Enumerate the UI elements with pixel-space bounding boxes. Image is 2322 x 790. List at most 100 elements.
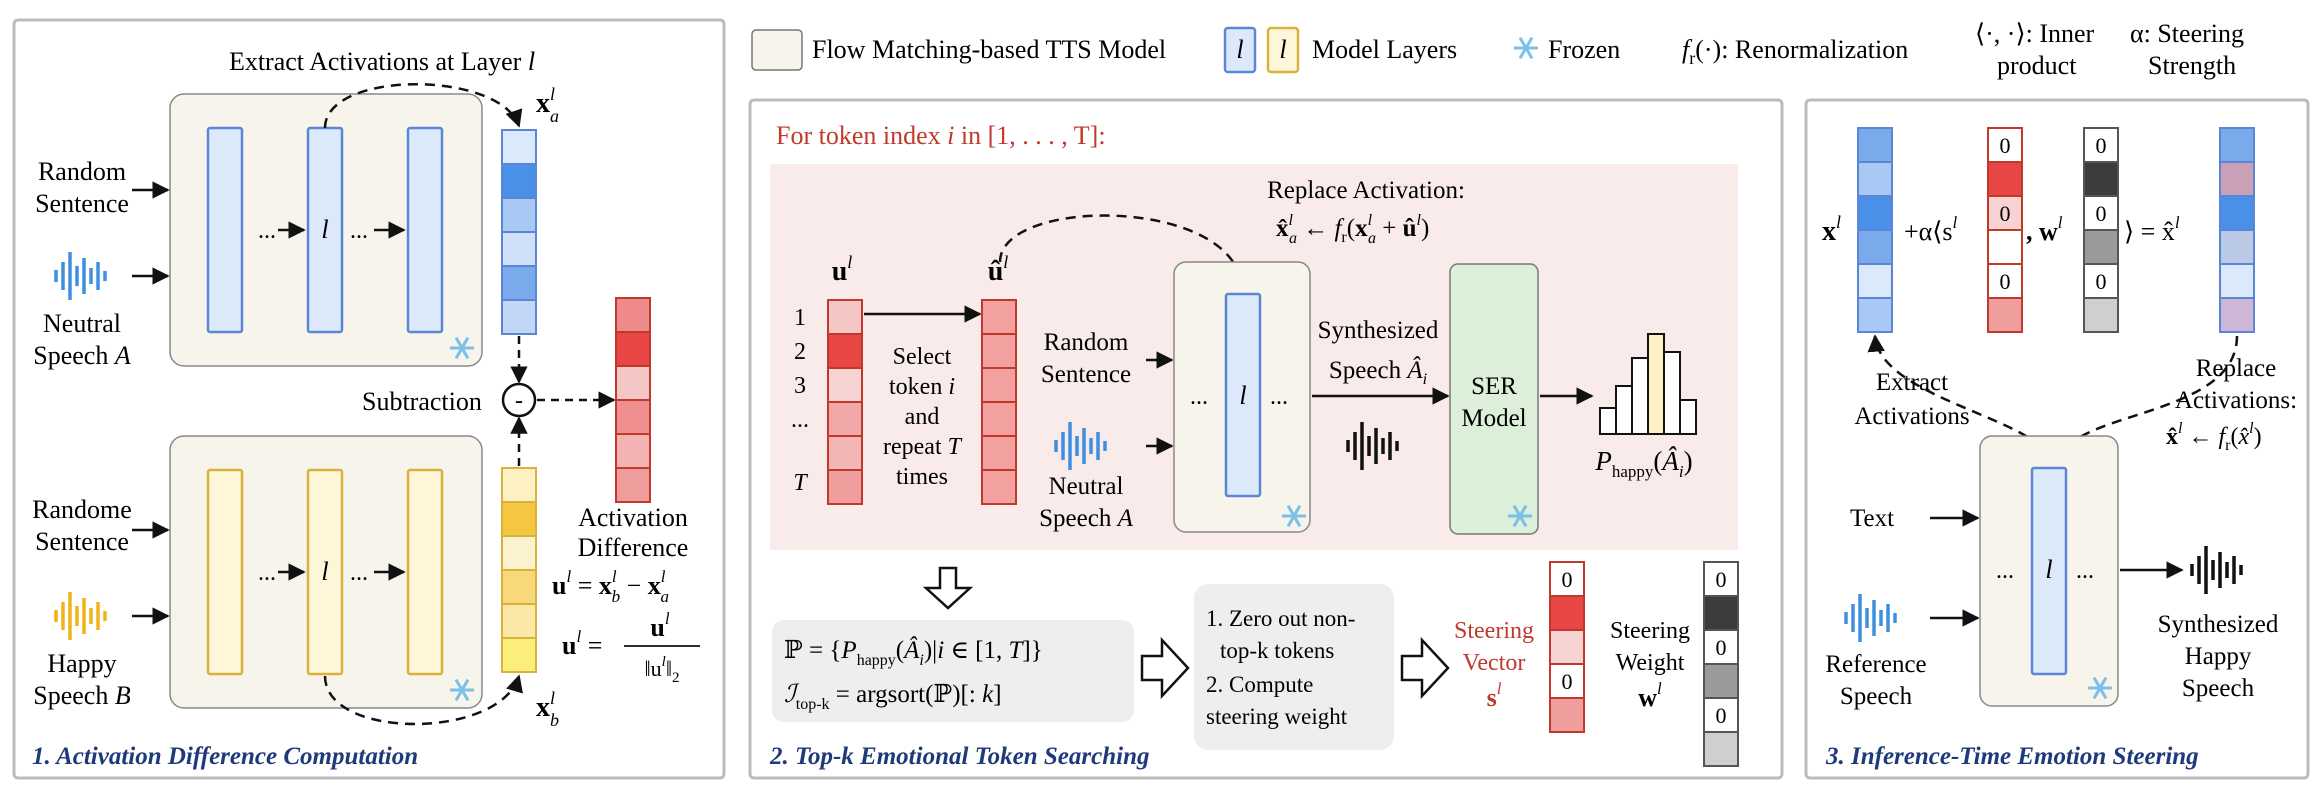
- panel2-uhat-vector: [981, 299, 1017, 505]
- legend-frozen-icon: [1512, 36, 1540, 60]
- panel2-formula-box: [772, 620, 1134, 722]
- panel3-caption: 3. Inference-Time Emotion Steering: [1825, 743, 2199, 770]
- panel1-a-layer-1: [206, 126, 244, 334]
- panel3-x-vector: [1857, 127, 1893, 333]
- panel3-ref-1: Reference: [1825, 651, 1926, 678]
- panel2-sv-2: Vector: [1463, 650, 1526, 676]
- panel3-w-vector: [2083, 127, 2119, 333]
- legend-alpha-2: Strength: [2148, 51, 2236, 80]
- panel2-select-4: repeat T: [883, 434, 963, 460]
- panel3-plus-alpha: +α⟨sl: [1904, 213, 1958, 246]
- panel1-caption: 1. Activation Difference Computation: [32, 743, 418, 770]
- panel1-eq2-num: ul: [650, 609, 669, 642]
- panel1-diff-vector: [615, 297, 651, 503]
- legend-blue-layer-glyph: l: [1236, 35, 1243, 64]
- panel3-w-zero-1: 0: [2096, 133, 2107, 158]
- panel2-steering-vector: [1549, 561, 1585, 733]
- panel3-extract-1: Extract: [1876, 369, 1948, 396]
- panel1-a-layer-3: [406, 126, 444, 334]
- panel2-u-label: ul: [832, 252, 853, 287]
- panel1-minus: -: [515, 388, 523, 414]
- panel2-step-1a: 1. Zero out non-: [1206, 606, 1355, 631]
- panel2-right-arrow-2: [1400, 636, 1450, 700]
- legend-yellow-layer: [1266, 26, 1300, 74]
- legend-yellow-layer-glyph: l: [1279, 35, 1286, 64]
- panel1-b-dots-2: ...: [350, 560, 368, 586]
- panel1-b-dots-1: ...: [258, 560, 276, 586]
- panel2-u-vector: [827, 299, 863, 505]
- panel2-step-2a: 2. Compute: [1206, 672, 1313, 697]
- panel3-x-label: xl: [1822, 212, 1841, 247]
- panel1-a-input-1: Random: [38, 157, 126, 186]
- legend-frozen-label: Frozen: [1548, 35, 1620, 64]
- panel3-xhat-vector: [2219, 127, 2255, 333]
- panel2-neutral-1: Neutral: [1049, 473, 1124, 500]
- panel2-dots-2: ...: [1270, 384, 1288, 410]
- panel1-a-dots-2: ...: [350, 218, 368, 244]
- panel2-header: For token index i in [1, . . . , T]:: [776, 121, 1106, 150]
- panel1-b-speech-1: Happy: [47, 649, 116, 678]
- panel3-s-vector: [1987, 127, 2023, 333]
- panel1-b-input-2: Sentence: [35, 527, 129, 556]
- panel3-out-1: Synthesized: [2158, 611, 2279, 638]
- legend-blue-layer: [1223, 26, 1257, 74]
- panel3-close-eq: ⟩ = x̂l: [2124, 213, 2180, 246]
- legend-inner-product-2: product: [1997, 51, 2077, 80]
- panel1-a-speech-1: Neutral: [43, 309, 121, 338]
- panel1-diff-label-1: Activation: [578, 503, 688, 532]
- panel1-a-input-2: Sentence: [35, 189, 129, 218]
- panel1-subtract-node: [501, 382, 537, 418]
- panel2-caption: 2. Top-k Emotional Token Searching: [769, 743, 1149, 770]
- panel1-b-speech-2: Speech B: [33, 681, 131, 710]
- panel1-a-dots-1: ...: [258, 218, 276, 244]
- panel2-steering-weight: [1703, 561, 1739, 767]
- panel2-select-3: and: [905, 404, 940, 430]
- panel2-sv-sym: sl: [1487, 679, 1502, 712]
- panel3-s-zero-2: 0: [2000, 201, 2011, 226]
- panel2-down-arrow: [922, 566, 974, 610]
- panel1-a-speech-2: Speech A: [33, 341, 131, 370]
- panel2-sv-1: Steering: [1454, 618, 1534, 644]
- panel1-xb-vector: [501, 467, 537, 673]
- panel3-layer-label: l: [2045, 555, 2052, 584]
- panel2-random-2: Sentence: [1041, 361, 1131, 388]
- legend-alpha-1: α: Steering: [2130, 19, 2244, 48]
- panel2-row-3: 3: [794, 373, 806, 399]
- panel-inference-steering: xl +α⟨sl 0 0 0 , wl 0 0 0 ⟩ = x̂l: [1804, 98, 2310, 780]
- panel2-dots-1: ...: [1190, 384, 1208, 410]
- panel2-uhat-label: ûl: [988, 252, 1009, 287]
- panel1-b-input-1: Randome: [32, 495, 132, 524]
- panel1-subtraction-label: Subtraction: [362, 387, 482, 416]
- panel2-sw-zero-2: 0: [1716, 635, 1727, 660]
- legend-renorm-label: fr(·): Renormalization: [1682, 35, 1908, 68]
- panel1-diff-label-2: Difference: [578, 533, 689, 562]
- legend-inner-product-1: ⟨·, ·⟩: Inner: [1975, 19, 2095, 48]
- panel2-sw-2: Weight: [1616, 650, 1685, 676]
- panel3-ref-2: Speech: [1840, 683, 1913, 710]
- panel2-step-1b: top-k tokens: [1220, 638, 1334, 663]
- panel-activation-difference: Extract Activations at Layer l ... l ...…: [12, 18, 726, 780]
- panel2-ser-model: [1449, 263, 1539, 535]
- panel2-synth-2: Speech Âi: [1329, 356, 1427, 388]
- panel2-select-1: Select: [893, 344, 952, 370]
- panel2-set-eq: ℙ = {Phappy(Âi)|i ∈ [1, T]}: [784, 636, 1043, 669]
- panel2-row-1: 1: [794, 305, 806, 331]
- panel2-sw-zero-1: 0: [1716, 567, 1727, 592]
- panel1-b-layer-l: [306, 468, 344, 676]
- panel3-extract-2: Activations: [1854, 403, 1969, 430]
- panel2-ser-1: SER: [1471, 373, 1517, 400]
- panel1-extract-title: Extract Activations at Layer l: [229, 47, 535, 76]
- legend: Flow Matching-based TTS Model l l Model …: [751, 19, 2244, 80]
- panel-topk-search: For token index i in [1, . . . , T]: ul …: [748, 98, 1784, 780]
- panel3-w-zero-3: 0: [2096, 269, 2107, 294]
- panel2-row-2: 2: [794, 339, 806, 365]
- panel2-p-happy: Phappy(Âi): [1594, 446, 1692, 481]
- panel3-comma-w: , wl: [2026, 213, 2063, 246]
- panel2-synth-1: Synthesized: [1318, 317, 1439, 344]
- panel2-replace-1: Replace Activation:: [1267, 177, 1465, 204]
- panel2-sv-zero-2: 0: [1562, 669, 1573, 694]
- panel2-layer-l: [1224, 292, 1262, 498]
- panel3-w-zero-2: 0: [2096, 201, 2107, 226]
